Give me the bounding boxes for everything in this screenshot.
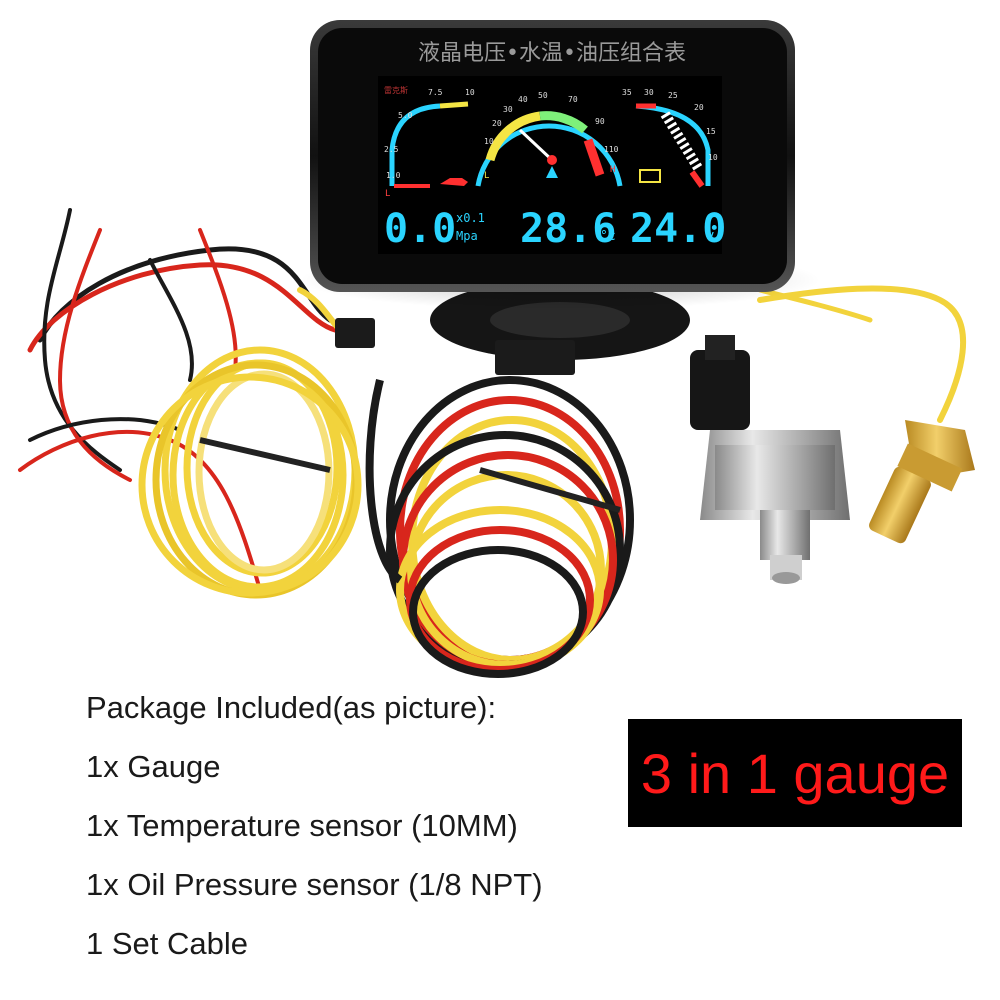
brand-mark: 雷克斯 xyxy=(384,85,408,95)
volt-tick-5: 15 xyxy=(706,127,716,136)
volt-tick-3: 25 xyxy=(668,91,678,100)
temp-tick-2: 20 xyxy=(492,119,502,128)
oil-tick-5: 10 xyxy=(465,88,475,97)
volt-tick-4: 20 xyxy=(694,103,704,112)
voltage-value: 24.0 xyxy=(630,206,726,252)
gauge-unit: 液晶电压•水温•油压组合表 雷克斯 1.0 2.5 5.0 7.5 10 L 1… xyxy=(300,20,820,310)
volt-tick-1: 35 xyxy=(622,88,632,97)
oil-tick-3: 5.0 xyxy=(398,111,413,120)
oil-tick-2: 2.5 xyxy=(384,145,399,154)
temp-tick-4: 40 xyxy=(518,95,528,104)
temp-tick-6: 70 xyxy=(568,95,578,104)
three-in-one-badge: 3 in 1 gauge xyxy=(628,719,962,827)
water-temp-unit: °c xyxy=(600,229,616,244)
cable-connector xyxy=(335,318,375,348)
temp-tick-8: 110 xyxy=(604,145,619,154)
temp-tick-1: 10 xyxy=(484,137,494,146)
voltage-dial: 35 30 25 20 15 10 xyxy=(622,88,718,188)
oil-low-label: L xyxy=(385,189,390,199)
package-item-oil-pressure-sensor: 1x Oil Pressure sensor (1/8 NPT) xyxy=(86,867,543,902)
package-item-gauge: 1x Gauge xyxy=(86,749,221,784)
gauge-header-text: 液晶电压•水温•油压组合表 xyxy=(418,41,686,66)
temp-low-label: L xyxy=(484,171,489,181)
oil-tick-4: 7.5 xyxy=(428,88,443,97)
tricolor-cable-coil xyxy=(365,376,634,678)
temp-high-label: H xyxy=(610,165,615,175)
oil-pressure-sensor xyxy=(690,335,850,584)
package-item-temperature-sensor: 1x Temperature sensor (10MM) xyxy=(86,808,518,843)
temp-tick-5: 50 xyxy=(538,91,548,100)
oil-pressure-unit-bottom: Mpa xyxy=(456,229,478,243)
temp-tick-7: 90 xyxy=(595,117,605,126)
badge-label: 3 in 1 gauge xyxy=(640,741,950,805)
yellow-cable-coil xyxy=(138,346,362,599)
water-temp-value: 28.6 xyxy=(520,206,616,252)
volt-tick-2: 30 xyxy=(644,88,654,97)
oil-pressure-dial: 1.0 2.5 5.0 7.5 10 L xyxy=(384,88,475,199)
package-heading: Package Included(as picture): xyxy=(86,690,497,725)
coolant-icon xyxy=(546,166,558,178)
temperature-sensor xyxy=(869,420,975,544)
battery-icon xyxy=(639,169,661,183)
volt-tick-6: 10 xyxy=(708,153,718,162)
package-item-cable: 1 Set Cable xyxy=(86,926,248,961)
oil-tick-1: 1.0 xyxy=(386,171,401,180)
voltage-unit: v xyxy=(706,228,714,244)
water-temp-dial: 10 20 30 40 50 70 90 110 L H xyxy=(475,91,623,187)
temp-tick-3: 30 xyxy=(503,105,513,114)
oil-pressure-value: 0.0 xyxy=(384,206,456,252)
oil-can-icon xyxy=(440,178,468,186)
cable-connector xyxy=(495,340,575,375)
oil-pressure-unit-top: x0.1 xyxy=(456,211,485,225)
